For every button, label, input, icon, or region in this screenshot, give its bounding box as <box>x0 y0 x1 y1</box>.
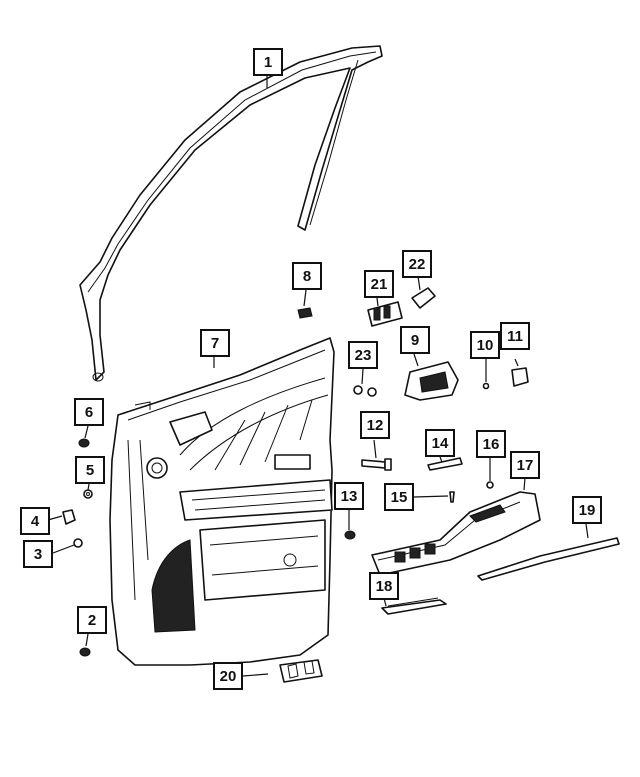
part-7-door-trim-panel <box>109 337 335 666</box>
callout-14[interactable]: 14 <box>425 429 455 457</box>
callout-6[interactable]: 6 <box>74 398 104 426</box>
part-20-reflector <box>279 659 323 683</box>
part-8-fastener <box>297 307 313 319</box>
callout-18[interactable]: 18 <box>369 572 399 600</box>
part-3-screw <box>73 538 83 548</box>
part-22-cover <box>411 287 436 309</box>
callout-22[interactable]: 22 <box>402 250 432 278</box>
callout-20[interactable]: 20 <box>213 662 243 690</box>
part-2-clip <box>79 647 91 657</box>
callout-23[interactable]: 23 <box>348 341 378 369</box>
part-6-clip <box>78 438 90 448</box>
callout-1[interactable]: 1 <box>253 48 283 76</box>
part-9-handle-bezel <box>404 361 459 401</box>
callout-7[interactable]: 7 <box>200 329 230 357</box>
callout-12[interactable]: 12 <box>360 411 390 439</box>
callout-10[interactable]: 10 <box>470 331 500 359</box>
part-23-nut <box>353 385 377 397</box>
part-12-bolt <box>361 458 392 471</box>
callout-13[interactable]: 13 <box>334 482 364 510</box>
part-18-pull-cup <box>381 597 447 615</box>
callout-19[interactable]: 19 <box>572 496 602 524</box>
callout-16[interactable]: 16 <box>476 430 506 458</box>
leader-lines <box>47 76 589 677</box>
callout-17[interactable]: 17 <box>510 451 540 479</box>
callout-15[interactable]: 15 <box>384 483 414 511</box>
callout-9[interactable]: 9 <box>400 326 430 354</box>
callout-3[interactable]: 3 <box>23 540 53 568</box>
part-4-pin <box>62 509 76 525</box>
callout-4[interactable]: 4 <box>20 507 50 535</box>
part-21-switch <box>367 301 403 327</box>
part-11-plug <box>511 367 529 387</box>
part-19-belt-moulding <box>477 537 620 581</box>
callout-5[interactable]: 5 <box>75 456 105 484</box>
callout-2[interactable]: 2 <box>77 606 107 634</box>
part-14-trim-strip <box>427 457 463 471</box>
part-17-armrest <box>371 491 541 576</box>
callout-8[interactable]: 8 <box>292 262 322 290</box>
part-10-screw <box>482 382 490 390</box>
callout-11[interactable]: 11 <box>500 322 530 350</box>
part-13-clip <box>344 530 356 540</box>
callout-21[interactable]: 21 <box>364 270 394 298</box>
part-16-clip <box>486 481 494 489</box>
part-5-grommet <box>83 489 93 499</box>
part-15-screw <box>449 491 455 503</box>
part-1-weatherstrip <box>79 45 383 382</box>
